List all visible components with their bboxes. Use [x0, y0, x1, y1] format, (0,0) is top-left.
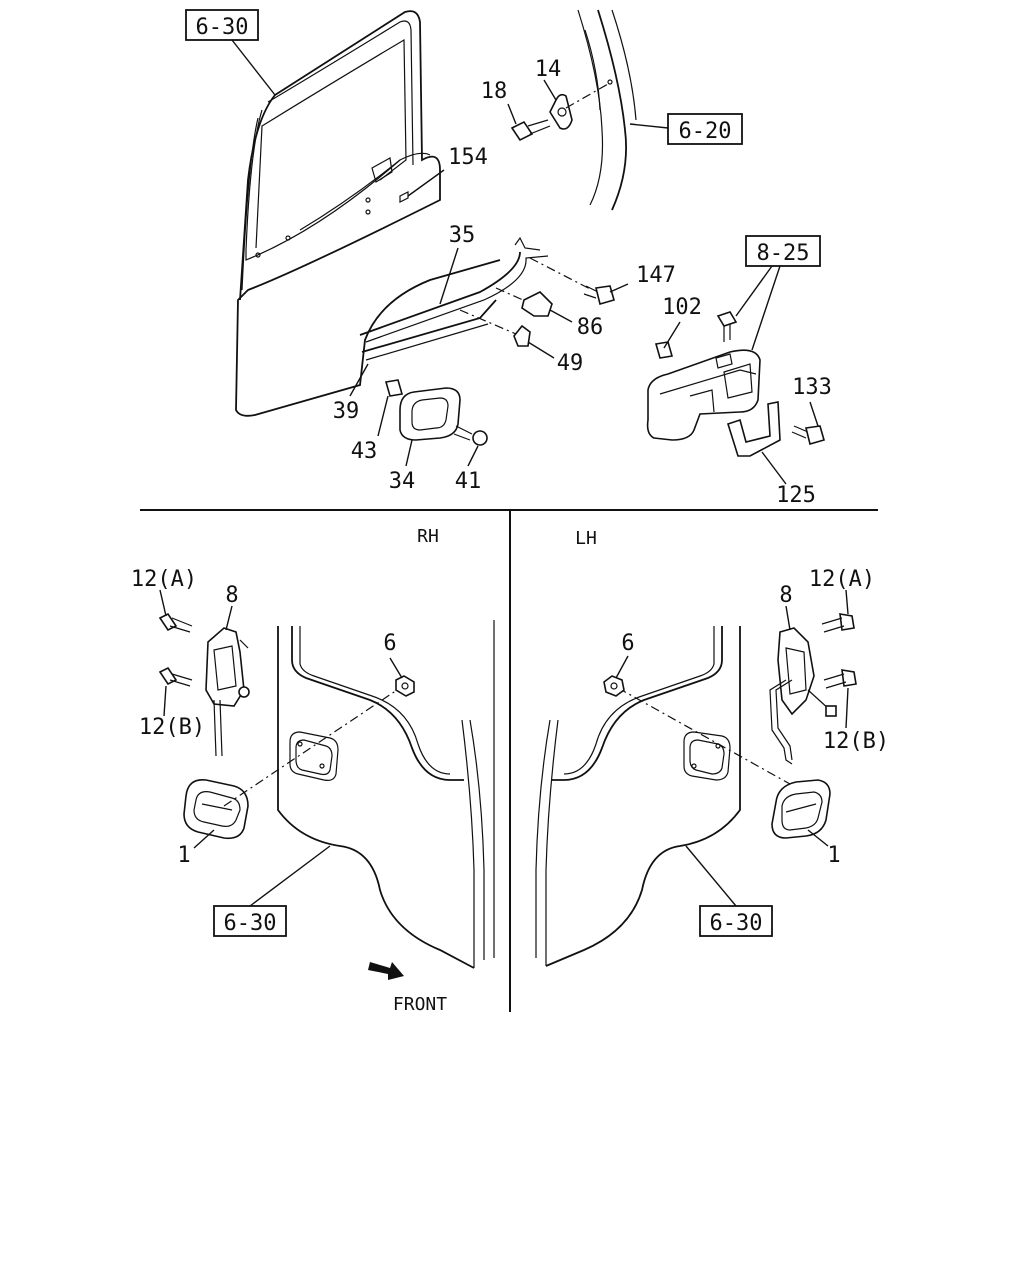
- label-125: 125: [776, 483, 816, 508]
- ref-6-30-rh: 6-30: [224, 911, 277, 936]
- label-49: 49: [557, 351, 584, 376]
- ref-box-6-30-rh: 6-30: [213, 905, 287, 937]
- door-panel-top: [235, 10, 501, 417]
- lh-door-panel: [535, 626, 741, 967]
- ref-6-30-top: 6-30: [196, 15, 249, 40]
- leaders-top: [231, 39, 819, 485]
- ref-8-25: 8-25: [757, 241, 810, 266]
- striker-14: [549, 83, 609, 130]
- bezel-34: [399, 387, 461, 441]
- rh-title: RH: [417, 526, 439, 547]
- rh-screw-12a: [158, 612, 193, 633]
- part-labels-lh: 6 8 12(A) 12(B) 1: [621, 567, 889, 868]
- clip-43: [384, 379, 404, 397]
- lh-nut-6: [603, 675, 625, 697]
- screw-41: [453, 425, 488, 446]
- leaders-rh: [159, 589, 403, 907]
- rh-nut-6: [395, 675, 415, 697]
- lh-dash-line: [617, 687, 791, 785]
- rh-label-12a: 12(A): [131, 567, 197, 592]
- lh-label-12b: 12(B): [823, 729, 889, 754]
- ref-6-20: 6-20: [679, 119, 732, 144]
- ref-6-30-lh: 6-30: [710, 911, 763, 936]
- ref-box-6-20: 6-20: [667, 113, 743, 145]
- front-label: FRONT: [393, 994, 447, 1015]
- rh-screw-12b: [158, 666, 193, 687]
- bolt-8-25: [716, 311, 738, 342]
- rh-dash-line: [223, 687, 401, 807]
- ref-box-6-30-lh: 6-30: [699, 905, 773, 937]
- label-133: 133: [792, 375, 832, 400]
- clip-102: [654, 341, 674, 359]
- rh-label-1: 1: [177, 843, 190, 868]
- lh-title: LH: [575, 528, 597, 549]
- rh-label-6: 6: [383, 631, 396, 656]
- lh-label-12a: 12(A): [809, 567, 875, 592]
- part-labels-rh: 12(A) 8 12(B) 6 1 FRONT: [131, 567, 447, 1015]
- clip-86: [521, 291, 553, 317]
- label-147: 147: [636, 263, 676, 288]
- rh-lock-8: [205, 627, 250, 757]
- bracket-125: [727, 401, 781, 457]
- label-154: 154: [448, 145, 488, 170]
- label-18: 18: [481, 79, 508, 104]
- rh-door-panel: [277, 620, 495, 969]
- label-35: 35: [449, 223, 476, 248]
- leaders-lh: [615, 589, 849, 907]
- lh-label-8: 8: [779, 583, 792, 608]
- bolt-133: [791, 425, 825, 445]
- label-41: 41: [455, 469, 482, 494]
- lh-lock-8: [769, 627, 837, 765]
- front-arrow-icon: [368, 962, 404, 980]
- label-43: 43: [351, 439, 378, 464]
- rh-label-8: 8: [225, 583, 238, 608]
- label-86: 86: [577, 315, 604, 340]
- ref-box-6-30-top: 6-30: [185, 9, 259, 41]
- label-14: 14: [535, 57, 562, 82]
- bolt-147: [583, 285, 615, 305]
- bolt-18: [510, 119, 551, 142]
- label-39: 39: [333, 399, 360, 424]
- rh-handle-1: [183, 779, 249, 840]
- lh-handle-1: [771, 779, 831, 839]
- rh-label-12b: 12(B): [139, 715, 205, 740]
- lh-screw-12a: [821, 613, 855, 633]
- lh-label-1: 1: [827, 843, 840, 868]
- lh-screw-12b: [823, 669, 857, 689]
- part-labels-top: 14 18 154 35 147 86 49 102 133 39 43 34 …: [333, 57, 832, 508]
- label-34: 34: [389, 469, 416, 494]
- clip-49: [513, 324, 531, 347]
- ref-box-8-25: 8-25: [745, 235, 821, 267]
- pillar-6-20: [577, 9, 637, 211]
- lh-label-6: 6: [621, 631, 634, 656]
- label-102: 102: [662, 295, 702, 320]
- armrest-8-25: [646, 349, 761, 441]
